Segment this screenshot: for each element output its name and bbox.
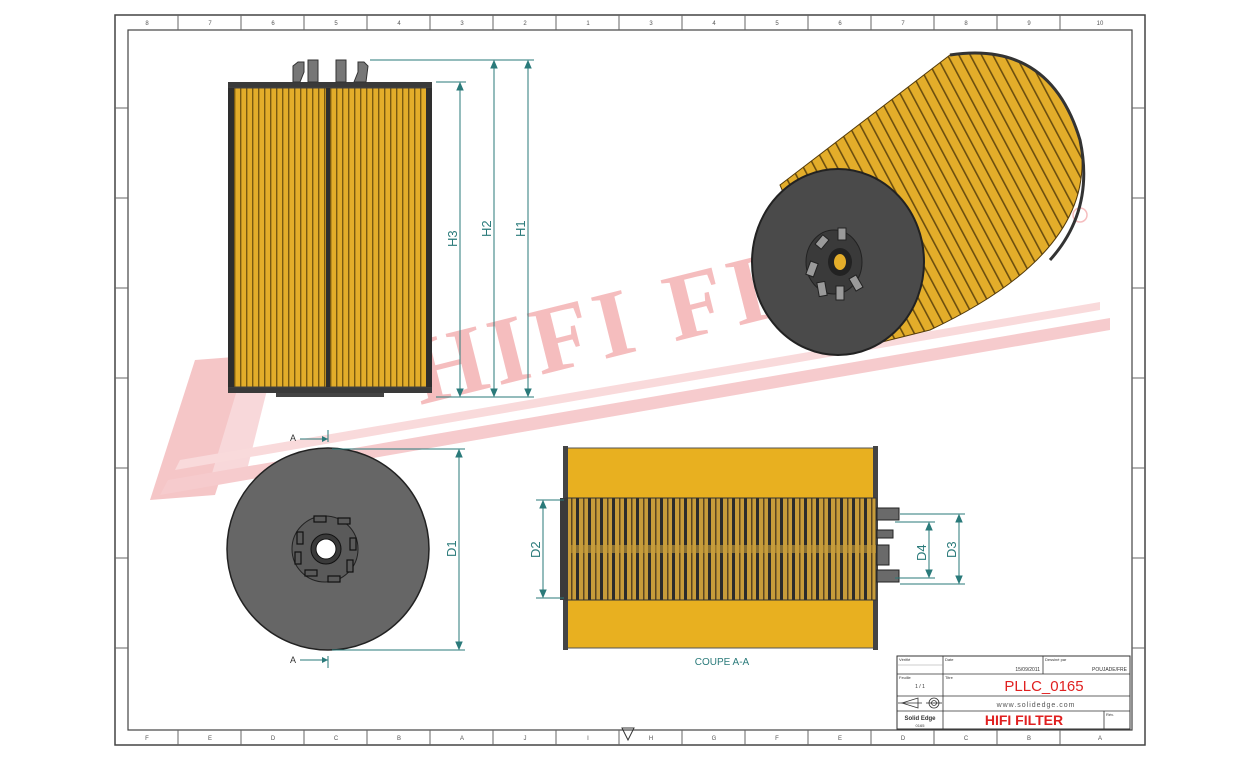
tb-brand: HIFI FILTER [985, 712, 1063, 728]
tb-software-code: 0165 [916, 723, 926, 728]
dim-h2-label: H2 [479, 220, 494, 237]
zone-letter: B [397, 736, 401, 742]
zone-number: 9 [1027, 21, 1031, 27]
zone-number: 5 [334, 21, 338, 27]
zone-ticks [115, 15, 1145, 745]
zone-letter: C [334, 736, 339, 742]
section-caption: COUPE A-A [695, 657, 750, 668]
zone-letter: D [271, 736, 276, 742]
zone-letter: F [145, 736, 149, 742]
zone-letter: B [1027, 736, 1031, 742]
zone-letter: A [1098, 736, 1102, 742]
zone-number: 5 [775, 21, 779, 27]
title-block [896, 655, 1131, 730]
zone-number: 4 [397, 21, 401, 27]
zone-number: 8 [145, 21, 149, 27]
dim-h1-label: H1 [513, 220, 528, 237]
dim-h3-label: H3 [445, 230, 460, 247]
section-view [560, 446, 900, 650]
front-dimensions [370, 59, 534, 398]
iso-clips [805, 227, 864, 301]
dim-d4-label: D4 [914, 544, 929, 561]
zone-number: 2 [523, 21, 527, 27]
zone-letter: G [712, 736, 717, 742]
tb-label-dessine: Dessiné par [1045, 657, 1067, 662]
front-dimension-labels: H3 H2 H1 [445, 220, 528, 247]
front-view [228, 59, 432, 397]
tb-label-rev: Rév. [1106, 712, 1114, 717]
zone-letter: I [587, 736, 589, 742]
zone-letter: D [901, 736, 906, 742]
zone-number: 10 [1097, 21, 1104, 27]
zone-number: 3 [460, 21, 464, 27]
dim-d3-label: D3 [944, 541, 959, 558]
zone-number: 3 [649, 21, 653, 27]
zone-number: 6 [271, 21, 275, 27]
zone-numbers-top: 8 7 6 5 4 3 2 1 3 4 5 6 7 8 9 10 [145, 21, 1104, 27]
tb-software: Solid Edge [904, 716, 936, 722]
zone-number: 6 [838, 21, 842, 27]
tb-author: POUJADE/FRE [1092, 667, 1128, 673]
zone-letter: E [208, 736, 212, 742]
d1-dimension [332, 448, 465, 651]
dim-d2-label: D2 [528, 541, 543, 558]
section-dimension-labels: D2 D3 D4 [528, 541, 959, 561]
isometric-view [751, 51, 1086, 356]
tb-part-number: PLLC_0165 [1004, 678, 1083, 695]
zone-number: 4 [712, 21, 716, 27]
zone-number: 7 [208, 21, 212, 27]
zone-letter: F [775, 736, 779, 742]
center-mark-icon [621, 727, 635, 742]
section-dimensions [536, 499, 965, 599]
section-clips [876, 507, 900, 583]
tb-sheet-value: 1 / 1 [915, 684, 925, 690]
zone-letter: A [460, 736, 464, 742]
zone-letters-bottom: F E D C B A J I H G F E D C B A [145, 736, 1102, 742]
tb-label-verifie: Vérifié [899, 657, 911, 662]
section-marker-bottom: A [290, 655, 296, 665]
title-block-text: Vérifié Date Dessiné par 15/09/2011 POUJ… [899, 657, 1128, 728]
zone-letter: H [649, 736, 653, 742]
tb-label-titre: Titre [945, 675, 954, 680]
projection-symbol-icon [898, 697, 942, 709]
zone-letter: J [524, 736, 527, 742]
tb-label-date: Date [945, 657, 954, 662]
end-view-clips [294, 515, 357, 583]
zone-number: 8 [964, 21, 968, 27]
zone-letter: C [964, 736, 969, 742]
section-marker-top: A [290, 433, 296, 443]
inner-border [127, 29, 1133, 731]
tb-label-feuille: Feuille [899, 675, 912, 680]
tb-website: www.solidedge.com [996, 702, 1076, 709]
zone-number: 1 [586, 21, 590, 27]
end-view [226, 430, 430, 668]
top-clips [292, 59, 369, 83]
dim-d1-label: D1 [444, 540, 459, 557]
tb-date-value: 15/09/2011 [1015, 667, 1040, 673]
zone-number: 7 [901, 21, 905, 27]
zone-letter: E [838, 736, 842, 742]
